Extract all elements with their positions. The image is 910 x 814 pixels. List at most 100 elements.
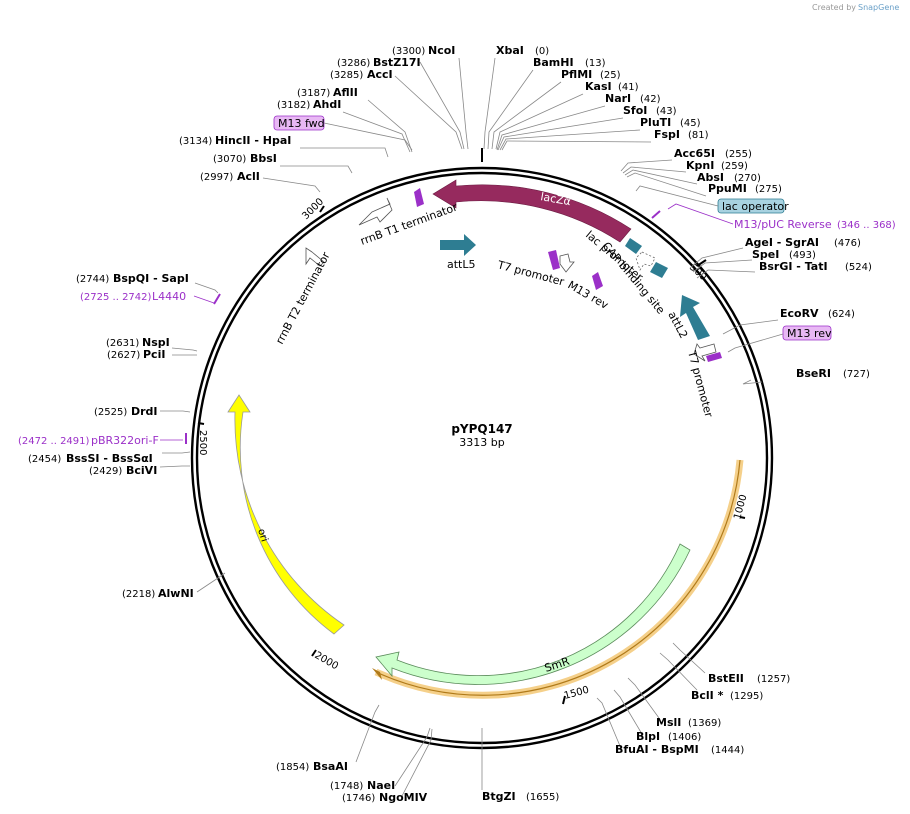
enzyme-name[interactable]: BspQI - SapI xyxy=(113,272,189,285)
enzyme-name[interactable]: BstZ17I xyxy=(373,56,421,69)
m13-puc-reverse-range: (346 .. 368) xyxy=(837,220,896,231)
enzyme-name[interactable]: BlpI xyxy=(636,730,660,743)
ori-label: ori xyxy=(255,528,269,544)
l4440-mark xyxy=(213,293,221,305)
smr-arrow[interactable] xyxy=(375,543,691,685)
t7-promoter-right-arrow[interactable] xyxy=(693,343,717,362)
enzyme-pos: (624) xyxy=(828,309,855,320)
lacZa-arrow[interactable] xyxy=(432,179,632,243)
m13-rev-primer-arrow[interactable] xyxy=(706,352,722,362)
enzyme-name[interactable]: BsrGI - TatI xyxy=(759,260,828,273)
enzyme-pos: (25) xyxy=(600,70,621,81)
enzyme-pos: (1369) xyxy=(688,718,721,729)
m13-puc-reverse-label[interactable]: M13/pUC Reverse xyxy=(734,218,832,231)
enzyme-name[interactable]: BtgZI xyxy=(482,790,516,803)
t7-promoter-inner-arrow[interactable] xyxy=(559,253,575,273)
plasmid-name: pYPQ147 xyxy=(451,422,512,436)
enzyme-name[interactable]: DrdI xyxy=(131,405,158,418)
enzyme-name[interactable]: PpuMI xyxy=(708,182,747,195)
enzyme-name[interactable]: NarI xyxy=(605,92,631,105)
enzyme-pos: (259) xyxy=(721,161,748,172)
enzyme-name[interactable]: AhdI xyxy=(313,98,341,111)
tick-label: 1500 xyxy=(563,685,590,702)
enzyme-name[interactable]: BfuAI - BspMI xyxy=(615,743,699,756)
enzyme-name[interactable]: AgeI - SgrAI xyxy=(745,236,819,249)
l4440-label[interactable]: L4440 xyxy=(152,290,186,303)
tick-labels: 500 1000 1500 2000 2500 3000 xyxy=(197,196,749,702)
enzyme-pos: (0) xyxy=(535,46,549,57)
m13-rev-inner-label: M13 rev xyxy=(566,278,611,312)
m13-rev-badge[interactable] xyxy=(782,325,832,341)
attL5-label: attL5 xyxy=(447,258,476,271)
enzyme-name[interactable]: EcoRV xyxy=(780,307,819,320)
t7-inner-primer[interactable] xyxy=(548,250,560,270)
enzyme-pos: (3070) xyxy=(213,154,246,165)
enzyme-pos: (3187) xyxy=(297,88,330,99)
enzyme-pos: (1746) xyxy=(342,793,375,804)
enzyme-name[interactable]: NspI xyxy=(142,336,170,349)
enzyme-name[interactable]: PciI xyxy=(143,348,165,361)
enzyme-pos: (1655) xyxy=(526,792,559,803)
pbr322ori-label[interactable]: pBR322ori-F xyxy=(91,434,159,447)
ori-arrow[interactable] xyxy=(227,394,345,635)
enzyme-name[interactable]: AclI xyxy=(237,170,260,183)
enzyme-pos: (275) xyxy=(755,184,782,195)
enzyme-name[interactable]: BssSI - BssSαI xyxy=(66,452,153,465)
enzyme-name[interactable]: BciVI xyxy=(126,464,157,477)
enzyme-name[interactable]: NaeI xyxy=(367,779,395,792)
enzyme-name[interactable]: BstEII xyxy=(708,672,744,685)
enzyme-name[interactable]: Acc65I xyxy=(674,147,715,160)
enzyme-name[interactable]: BclI * xyxy=(691,689,724,702)
enzyme-name[interactable]: NcoI xyxy=(428,44,455,57)
attL2-arrow[interactable] xyxy=(680,295,710,340)
enzyme-pos: (524) xyxy=(845,262,872,273)
enzyme-name[interactable]: PflMI xyxy=(561,68,592,81)
enzyme-name[interactable]: SpeI xyxy=(752,248,779,261)
plasmid-length: 3313 bp xyxy=(459,436,504,449)
m13-fwd-primer[interactable] xyxy=(414,188,424,207)
cap-binding-box[interactable] xyxy=(650,262,668,278)
lac-promoter-box[interactable] xyxy=(625,238,642,254)
enzyme-name[interactable]: BseRI xyxy=(796,367,831,380)
enzyme-name[interactable]: KasI xyxy=(585,80,612,93)
enzyme-name[interactable]: NgoMIV xyxy=(379,791,428,804)
credit-brand: SnapGene xyxy=(858,3,899,12)
enzyme-pos: (493) xyxy=(789,250,816,261)
attL5-arrow[interactable] xyxy=(440,234,476,256)
smr-label: SmR xyxy=(543,655,571,675)
enzyme-name[interactable]: HincII - HpaI xyxy=(215,134,291,147)
enzyme-name[interactable]: SfoI xyxy=(623,104,647,117)
enzyme-labels: (3300) NcoI XbaI (0) (3286) BstZ17I BamH… xyxy=(28,44,872,804)
enzyme-pos: (81) xyxy=(688,130,709,141)
enzyme-name[interactable]: MslI xyxy=(656,716,681,729)
enzyme-pos: (2218) xyxy=(122,589,155,600)
m13-rev-inner-primer[interactable] xyxy=(592,272,603,290)
backbone xyxy=(190,166,774,750)
rrnB-T2-arrow[interactable] xyxy=(305,247,325,267)
rrnB-T1-arrow[interactable] xyxy=(358,197,393,226)
pbr322ori-range: (2472 .. 2491) xyxy=(18,436,90,447)
enzyme-pos: (2631) xyxy=(106,338,139,349)
enzyme-name[interactable]: BamHI xyxy=(533,56,574,69)
enzyme-pos: (2997) xyxy=(200,172,233,183)
enzyme-pos: (42) xyxy=(640,94,661,105)
l4440-range: (2725 .. 2742) xyxy=(80,292,152,303)
enzyme-name[interactable]: AlwNI xyxy=(158,587,194,600)
enzyme-pos: (476) xyxy=(834,238,861,249)
enzyme-name[interactable]: BbsI xyxy=(250,152,277,165)
enzyme-name[interactable]: XbaI xyxy=(496,44,524,57)
enzyme-pos: (2429) xyxy=(89,466,122,477)
enzyme-name[interactable]: BsaAI xyxy=(313,760,348,773)
primer-annotations: M13 fwd lac operator M13/pUC Reverse (34… xyxy=(18,115,896,447)
enzyme-name[interactable]: AflII xyxy=(333,86,358,99)
enzyme-name[interactable]: AbsI xyxy=(697,171,724,184)
enzyme-pos: (3286) xyxy=(337,58,370,69)
enzyme-pos: (13) xyxy=(585,58,606,69)
enzyme-name[interactable]: KpnI xyxy=(686,159,714,172)
credit-prefix: Created by xyxy=(812,3,856,12)
enzyme-name[interactable]: PluTI xyxy=(640,116,671,129)
enzyme-name[interactable]: AccI xyxy=(367,68,393,81)
enzyme-name[interactable]: FspI xyxy=(654,128,680,141)
smr-orf-arrowhead xyxy=(372,668,382,680)
smr-orf-line[interactable] xyxy=(375,459,741,696)
